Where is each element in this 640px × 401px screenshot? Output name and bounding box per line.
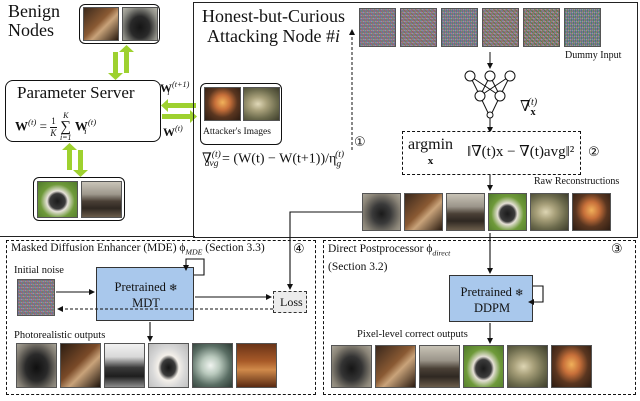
benign-images-box-bottom [33,177,125,221]
dummy-input-noise [359,8,396,47]
dummy-input-noise-5 [523,8,560,47]
raw-recon-corgi [488,193,527,231]
mde-region [6,240,316,395]
mde-output-cabin [104,343,145,388]
raw-recon-dog [362,193,401,231]
benign-image-dog [122,7,158,41]
direct-output-cabin [419,345,460,388]
snowflake-icon: ❄ [515,288,524,299]
mdt-model-label: Pretrained ❄ MDT [114,280,178,310]
mde-output-corgi [148,343,189,388]
direct-output-starfish [551,345,592,388]
ddpm-model-label: Pretrained ❄ DDPM [460,285,524,315]
attacker-images-box: Attacker's Images [200,83,282,145]
benign-image-cabin [81,181,122,218]
mde-output-cellist [60,343,101,388]
mde-output-starfish [236,343,277,388]
gradient-label: ∇x(t) [520,97,538,118]
attacker-region [193,2,638,238]
mde-output-dog [16,343,57,388]
raw-reconstructions-label: Raw Reconstructions [534,176,620,187]
dummy-input-noise-2 [400,8,437,47]
attacker-image-starfish [204,87,241,121]
benign-image-cellist [83,7,119,41]
attacker-image-iguana [243,87,280,121]
parameter-server-title: Parameter Server [17,83,135,102]
step-2-marker: ② [588,145,600,160]
ddpm-model-box[interactable]: Pretrained ❄ DDPM [449,275,533,322]
dummy-input-noise-3 [441,8,478,47]
loss-box[interactable]: Loss [273,291,307,313]
step-3-marker: ③ [611,242,623,257]
direct-output-dog [331,345,372,388]
direct-title: Direct Postprocessor ϕdirect (Section 3.… [328,243,451,274]
raw-recon-iguana [530,193,569,231]
direct-output-iguana [507,345,548,388]
benign-image-corgi [37,181,78,218]
snowflake-icon: ❄ [169,283,178,294]
benign-nodes-label: Benign Nodes [8,1,60,40]
step-1-marker: ① [354,135,366,150]
benign-images-box [79,4,160,44]
loss-label: Loss [280,295,303,309]
dummy-input-noise-4 [482,8,519,47]
weight-update-current: W(t) [163,124,183,139]
raw-recon-cellist [404,193,443,231]
argmin-box: argmin x ‖∇(t)x − ∇(t)avg‖² [402,131,581,175]
direct-region [323,240,636,395]
mde-output-iguana [192,343,233,388]
direct-output-cellist [375,345,416,388]
pixel-level-outputs-label: Pixel-level correct outputs [357,329,468,340]
initial-noise-label: Initial noise [14,265,64,276]
raw-recon-cabin [446,193,485,231]
initial-noise-image [17,279,55,316]
direct-output-corgi [463,345,504,388]
weight-update-next: W(t+1)i [160,80,190,98]
argmin-operator: argmin x [408,136,454,167]
attacker-images-label: Attacker's Images [203,127,271,137]
left-divider-line [0,236,195,237]
mdt-model-box[interactable]: Pretrained ❄ MDT [96,267,194,321]
attacker-title: Honest-but-Curious Attacking Node #i [202,6,345,46]
photorealistic-outputs-label: Photorealistic outputs [14,330,106,341]
dummy-input-label: Dummy Input [565,50,622,61]
mde-title: Masked Diffusion Enhancer (MDE) ϕMDE (Se… [11,242,265,257]
objective-expression: ‖∇(t)x − ∇(t)avg‖² [467,144,575,160]
raw-recon-starfish [572,193,611,231]
step-4-marker: ④ [293,242,305,257]
dummy-input-noise-6 [564,8,601,47]
average-gradient-formula: ∇(t)avg = (W(t) − W(t+1))/ηg(t) [202,150,345,170]
